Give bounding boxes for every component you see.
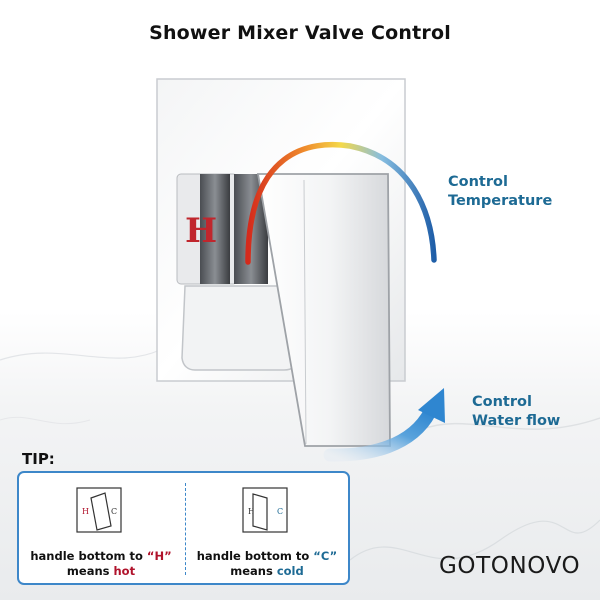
tip-hot-text: handle bottom to “H” means hot — [21, 549, 181, 579]
tip-cold-line2: means cold — [187, 564, 347, 579]
tip-cold-line2-prefix: means — [230, 564, 277, 578]
tip-hot-line2: means hot — [21, 564, 181, 579]
handle-cold-icon: H C — [242, 487, 288, 533]
tip-cold-line1: handle bottom to “C” — [187, 549, 347, 564]
tip-hot-word: hot — [113, 564, 136, 578]
hot-icon-c: C — [111, 507, 117, 516]
page-title: Shower Mixer Valve Control — [149, 22, 451, 44]
tip-hot-key: “H” — [146, 549, 172, 563]
handle-hot-icon: H C — [76, 487, 122, 533]
hot-marker-letter: H — [185, 211, 217, 251]
brand-logo: GOTONOVO — [439, 553, 581, 579]
tip-heading: TIP: — [22, 450, 55, 468]
cold-icon-c: C — [277, 507, 283, 516]
tip-divider — [185, 483, 186, 575]
control-flow-line2: Water flow — [472, 413, 561, 429]
tip-hot-line1-prefix: handle bottom to — [30, 549, 147, 563]
hot-icon-h: H — [82, 507, 89, 516]
tip-cold-word: cold — [276, 564, 304, 578]
tip-cold-line1-prefix: handle bottom to — [196, 549, 314, 563]
tip-cold-key: “C” — [313, 549, 338, 563]
control-temperature-line1: Control — [448, 174, 508, 190]
control-temperature-label: Control Temperature — [448, 173, 552, 211]
tip-cold-text: handle bottom to “C” means cold — [187, 549, 347, 579]
control-flow-line1: Control — [472, 394, 532, 410]
tip-hot-line2-prefix: means — [66, 564, 114, 578]
control-temperature-line2: Temperature — [448, 193, 553, 209]
cold-icon-h: H — [248, 507, 255, 516]
tip-box: H C H C handle bottom to “H” means hot h… — [17, 471, 350, 585]
control-flow-label: Control Water flow — [472, 393, 560, 431]
tip-hot-line1: handle bottom to “H” — [21, 549, 181, 564]
